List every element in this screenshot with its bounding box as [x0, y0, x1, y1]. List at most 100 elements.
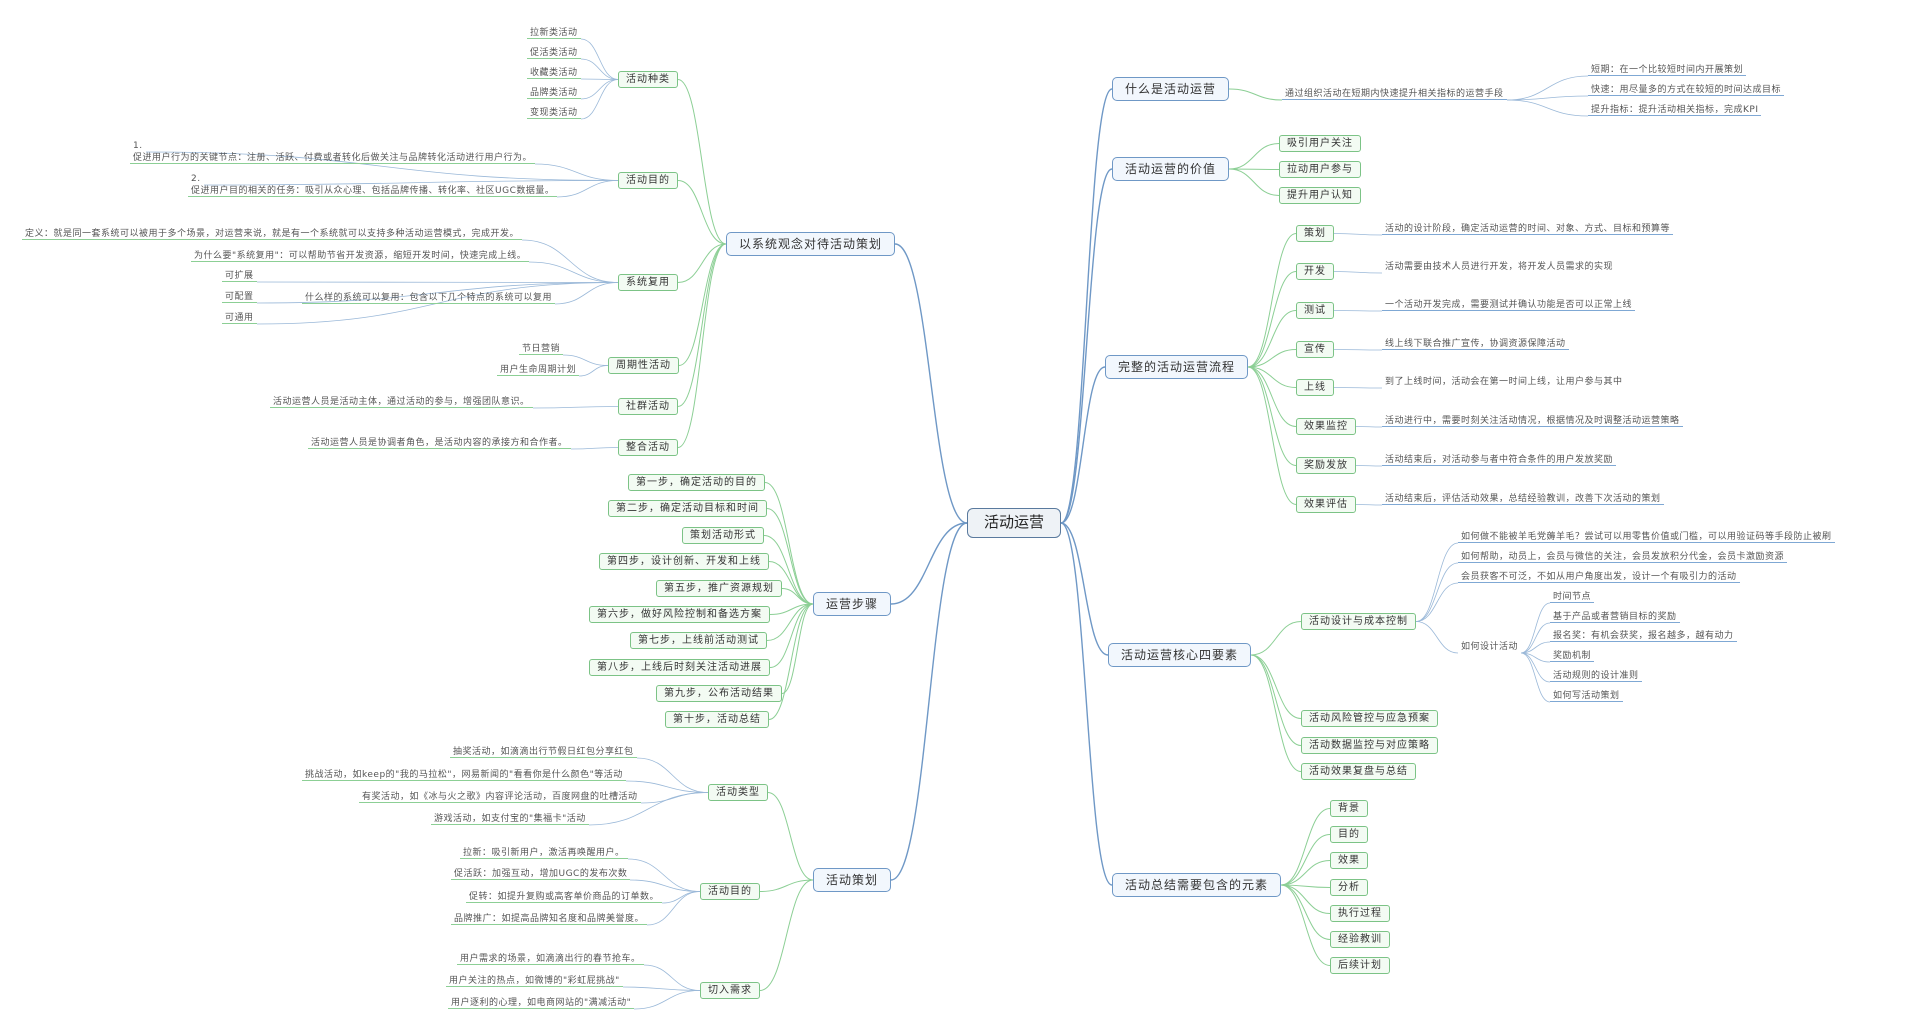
- connector-line: [677, 243, 727, 448]
- topic-summary-elements[interactable]: 活动总结需要包含的元素: [1112, 873, 1282, 897]
- connector-line: [554, 282, 619, 305]
- connector-line: [1228, 143, 1280, 170]
- connector-line: [1506, 99, 1589, 117]
- connector-line: [521, 239, 619, 283]
- connector-line: [580, 79, 619, 100]
- leaf-text: 促活跃：加强互动，增加UGC的发布次数: [451, 868, 631, 880]
- step-item[interactable]: 第一步，确定活动的目的: [628, 474, 765, 491]
- subtopic-periodic-activity[interactable]: 周期性活动: [608, 357, 679, 374]
- topic-operation-steps[interactable]: 运营步骤: [813, 592, 892, 616]
- connector-line: [528, 261, 619, 283]
- step-item[interactable]: 策划活动形式: [682, 527, 764, 544]
- connector-line: [1415, 562, 1459, 622]
- summary-element[interactable]: 经验教训: [1330, 931, 1390, 948]
- connector-line: [1060, 366, 1106, 524]
- process-stage[interactable]: 开发: [1296, 263, 1334, 280]
- step-item[interactable]: 第七步，上线前活动测试: [630, 632, 767, 649]
- connector-line: [661, 891, 701, 904]
- connector-line: [677, 243, 727, 407]
- connector-line: [532, 406, 619, 409]
- leaf-text: 1.: [133, 141, 143, 151]
- connector-line: [1280, 884, 1331, 966]
- subtopic-integrated-activity[interactable]: 整合活动: [618, 439, 678, 456]
- subtopic-activity-goal[interactable]: 活动目的: [700, 883, 760, 900]
- leaf-text: 节日营销: [519, 343, 564, 355]
- connector-line: [1228, 168, 1280, 170]
- leaf-text: 会员获客不可泛，不如从用户角度出发，设计一个有吸引力的活动: [1458, 571, 1740, 583]
- leaf-text: 提升指标：提升活动相关指标，完成KPI: [1588, 104, 1762, 116]
- step-item[interactable]: 第十步，活动总结: [665, 711, 769, 728]
- leaf-text: 用户需求的场景，如滴滴出行的春节抢车。: [457, 953, 644, 965]
- leaf-text: 拉新类活动: [527, 27, 581, 39]
- leaf-text: 变现类活动: [527, 107, 581, 119]
- connector-line: [1520, 641, 1551, 654]
- summary-element[interactable]: 背景: [1330, 800, 1368, 817]
- connector-line: [890, 522, 968, 881]
- connector-line: [890, 522, 968, 605]
- process-stage[interactable]: 策划: [1296, 225, 1334, 242]
- connector-line: [677, 243, 727, 283]
- topic-four-core-elements[interactable]: 活动运营核心四要素: [1108, 643, 1252, 667]
- connector-line: [580, 38, 619, 80]
- connector-line: [769, 603, 814, 668]
- process-stage[interactable]: 效果监控: [1296, 418, 1356, 435]
- root-topic-activity-operation[interactable]: 活动运营: [967, 508, 1062, 538]
- connector-line: [677, 180, 727, 245]
- subtopic-system-reuse[interactable]: 系统复用: [618, 274, 678, 291]
- topic-system-view-planning[interactable]: 以系统观念对待活动策划: [726, 232, 896, 256]
- sub-leaf-text: 报名奖：有机会获奖，报名越多，越有动力: [1550, 630, 1737, 642]
- connector-line: [622, 986, 701, 991]
- connector-line: [1520, 652, 1551, 703]
- subtopic-activity-category[interactable]: 活动类型: [708, 784, 768, 801]
- connector-line: [1228, 88, 1283, 101]
- core-element[interactable]: 活动风险管控与应急预案: [1301, 710, 1438, 727]
- summary-element[interactable]: 执行过程: [1330, 905, 1390, 922]
- core-element[interactable]: 活动数据监控与对应策略: [1301, 737, 1438, 754]
- subtopic-entry-needs[interactable]: 切入需求: [700, 982, 760, 999]
- leaf-text: 定义：就是同一套系统可以被用于多个场景，对运营来说，就是有一个系统就可以支持多种…: [22, 228, 523, 240]
- leaf-text: 游戏活动，如支付宝的"集福卡"活动: [431, 813, 589, 825]
- subtopic-activity-types[interactable]: 活动种类: [618, 71, 678, 88]
- summary-element[interactable]: 分析: [1330, 879, 1368, 896]
- process-stage[interactable]: 宣传: [1296, 341, 1334, 358]
- sub-leaf-text: 基于产品或者营销目标的奖励: [1550, 611, 1680, 623]
- leaf-text: 拉新：吸引新用户，激活再唤醒用户。: [460, 847, 628, 859]
- summary-element[interactable]: 效果: [1330, 852, 1368, 869]
- process-stage[interactable]: 上线: [1296, 379, 1334, 396]
- core-element[interactable]: 活动设计与成本控制: [1301, 613, 1416, 630]
- connector-line: [580, 58, 619, 80]
- step-item[interactable]: 第九步，公布活动结果: [656, 685, 782, 702]
- connector-line: [578, 365, 609, 377]
- leaf-text: 活动进行中，需要时刻关注活动情况，根据情况及时调整活动运营策略: [1382, 415, 1683, 427]
- leaf-text: 2.: [191, 174, 201, 184]
- topic-complete-process[interactable]: 完整的活动运营流程: [1105, 355, 1249, 379]
- step-item[interactable]: 第二步，确定活动目标和时间: [608, 500, 767, 517]
- step-item[interactable]: 第五步，推广资源规划: [656, 580, 782, 597]
- connector-line: [1250, 654, 1302, 719]
- process-stage[interactable]: 奖励发放: [1296, 457, 1356, 474]
- connector-line: [781, 588, 814, 605]
- value-item[interactable]: 提升用户认知: [1279, 187, 1361, 204]
- value-item[interactable]: 拉动用户参与: [1279, 161, 1361, 178]
- topic-what-is-activity-operation[interactable]: 什么是活动运营: [1112, 77, 1230, 101]
- connector-line: [1333, 233, 1383, 236]
- topic-activity-planning[interactable]: 活动策划: [813, 868, 892, 892]
- connector-line: [1060, 522, 1113, 886]
- value-item[interactable]: 吸引用户关注: [1279, 135, 1361, 152]
- process-stage[interactable]: 测试: [1296, 302, 1334, 319]
- step-item[interactable]: 第六步，做好风险控制和备选方案: [589, 606, 770, 623]
- subtopic-community-activity[interactable]: 社群活动: [618, 398, 678, 415]
- connector-line: [643, 964, 701, 991]
- step-item[interactable]: 第八步，上线后时刻关注活动进展: [589, 659, 770, 676]
- step-item[interactable]: 第四步，设计创新、开发和上线: [599, 553, 769, 570]
- summary-element[interactable]: 目的: [1330, 826, 1368, 843]
- connector-line: [678, 243, 727, 366]
- leaf-text: 促活类活动: [527, 47, 581, 59]
- process-stage[interactable]: 效果评估: [1296, 496, 1356, 513]
- core-element[interactable]: 活动效果复盘与总结: [1301, 763, 1416, 780]
- topic-operation-value[interactable]: 活动运营的价值: [1112, 157, 1230, 181]
- connector-line: [556, 180, 619, 198]
- connector-line: [1060, 168, 1113, 524]
- summary-element[interactable]: 后续计划: [1330, 957, 1390, 974]
- subtopic-activity-purpose[interactable]: 活动目的: [618, 172, 678, 189]
